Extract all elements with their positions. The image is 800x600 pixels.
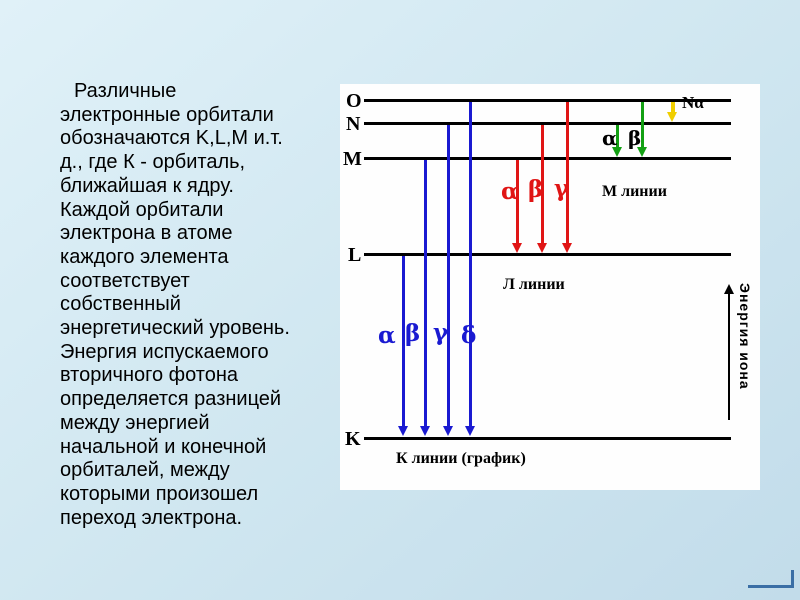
l-series-label-alpha: α (501, 178, 519, 205)
m-series-arrow-alpha (612, 125, 622, 157)
energy-diagram-panel: O N M L K α β γ δ К линии (график) α β γ… (340, 84, 760, 490)
shell-label-n: N (346, 113, 361, 135)
ion-energy-axis-arrow (724, 284, 734, 420)
n-series-arrow-alpha (667, 102, 677, 122)
shell-line-m (364, 157, 731, 160)
shell-label-k: K (345, 428, 361, 450)
l-series-label-gamma: γ (554, 175, 570, 202)
shell-label-o: O (346, 90, 362, 112)
m-series-label-alpha: α (602, 126, 618, 150)
slide-corner-decoration-horizontal (748, 585, 794, 588)
shell-line-n (364, 122, 731, 125)
l-series-caption: Л линии (503, 276, 565, 293)
m-series-caption: М линии (602, 183, 667, 200)
k-series-arrow-gamma (443, 125, 453, 436)
slide-corner-decoration-vertical (791, 570, 794, 588)
shell-line-l (364, 253, 731, 256)
k-series-caption: К линии (график) (396, 450, 526, 467)
shell-label-l: L (348, 244, 362, 266)
l-series-arrow-beta (537, 125, 547, 253)
shell-line-k (364, 437, 731, 440)
k-series-label-beta: β (405, 320, 421, 347)
shell-label-m: M (343, 148, 362, 170)
shell-line-o (364, 99, 731, 102)
k-series-arrow-alpha (398, 256, 408, 436)
k-series-arrow-delta (465, 102, 475, 436)
k-series-arrow-beta (420, 160, 430, 436)
slide-body-text: Различные электронные орбитали обозначаю… (60, 80, 290, 529)
l-series-arrow-alpha (512, 160, 522, 253)
n-series-label: Nα (682, 93, 704, 112)
k-series-label-alpha: α (378, 322, 396, 349)
k-series-label-gamma: γ (433, 319, 449, 346)
m-series-label-beta: β (628, 126, 642, 150)
ion-energy-axis-label: Энергия иона (737, 283, 753, 390)
m-series-arrow-beta (637, 102, 647, 157)
l-series-arrow-gamma (562, 102, 572, 253)
l-series-label-beta: β (528, 176, 544, 203)
k-series-label-delta: δ (461, 322, 477, 349)
